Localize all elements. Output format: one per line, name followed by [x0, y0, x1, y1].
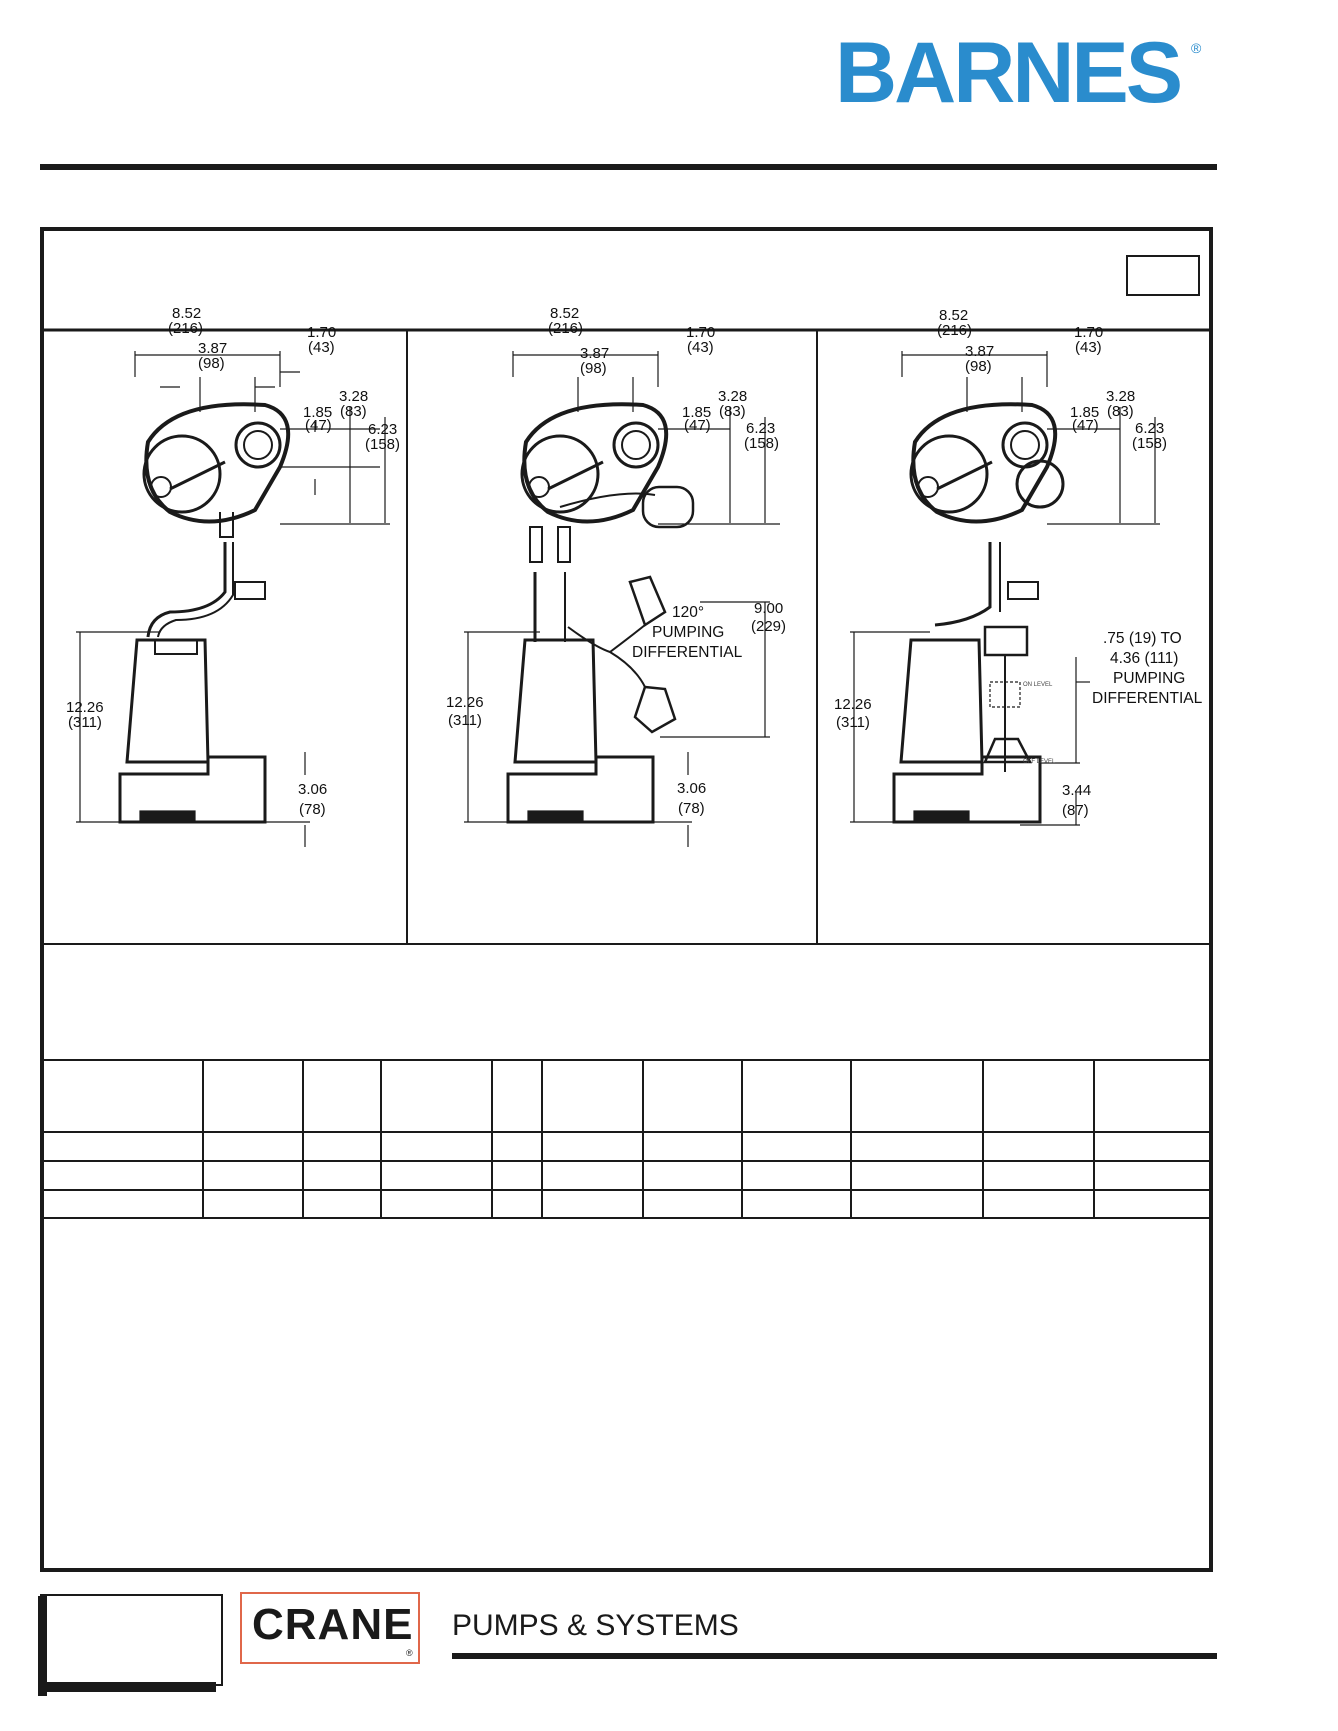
footer-shadow-left: [38, 1596, 47, 1696]
barnes-logo: BARNES: [835, 25, 1183, 121]
p2-depth-mm: (158): [744, 435, 779, 452]
p1-depth-mm: (158): [365, 436, 400, 453]
header-rule: [40, 164, 1217, 170]
panel-2-dimensions: 8.52 (216) 3.87 (98) 1.70 (43) 3.28 (83)…: [446, 305, 786, 817]
p2-inlet-mm: (98): [580, 360, 607, 377]
p2-depth: 6.23: [746, 420, 775, 437]
p2-height-mm: (311): [448, 712, 482, 729]
p3-pumping: PUMPING: [1113, 670, 1185, 687]
p1-inlet: 3.87: [198, 340, 227, 357]
p3-depth-mm: (158): [1132, 435, 1167, 452]
footer-box: [40, 1594, 223, 1686]
panel-1-dimensions: 8.52 (216) 3.87 (98) 1.70 (43) 3.28 (83)…: [66, 305, 400, 818]
p2-range: 9.00: [754, 600, 783, 617]
p3-height: 12.26: [834, 696, 872, 713]
p1-right: 1.70: [307, 324, 336, 341]
model-box: [1126, 255, 1200, 296]
p3-dim-b: 1.85: [1070, 404, 1099, 421]
dimension-drawings: 8.52 (216) 3.87 (98) 1.70 (43) 3.28 (83)…: [40, 305, 1213, 1219]
panel-3-dimensions: 8.52 (216) 3.87 (98) 1.70 (43) 3.28 (83)…: [834, 307, 1203, 819]
crane-registered-mark: ®: [406, 1648, 413, 1658]
p3-dim-b-mm: (47): [1072, 417, 1099, 434]
p2-dim-a-mm: (83): [719, 403, 746, 420]
p1-base-mm: (78): [299, 801, 326, 818]
footer-rule: [452, 1653, 1217, 1659]
p3-width: 8.52: [939, 307, 968, 324]
p1-depth: 6.23: [368, 421, 397, 438]
p1-height-mm: (311): [68, 714, 102, 731]
p3-depth: 6.23: [1135, 420, 1164, 437]
p3-width-mm: (216): [937, 322, 972, 339]
p1-inlet-mm: (98): [198, 355, 225, 372]
p3-inlet-mm: (98): [965, 358, 992, 375]
p3-base: 3.44: [1062, 782, 1091, 799]
p1-dim-b-mm: (47): [305, 417, 332, 434]
p2-differential: DIFFERENTIAL: [632, 644, 743, 661]
p1-base: 3.06: [298, 781, 327, 798]
spec-table: [40, 1059, 1213, 1219]
p3-differential: DIFFERENTIAL: [1092, 690, 1203, 707]
p3-inlet: 3.87: [965, 343, 994, 360]
spec-frame: [40, 227, 1213, 1572]
p3-base-mm: (87): [1062, 802, 1089, 819]
p2-height: 12.26: [446, 694, 484, 711]
crane-logo-box: [240, 1592, 420, 1664]
p2-right: 1.70: [686, 324, 715, 341]
p1-height: 12.26: [66, 699, 104, 716]
p3-range-1: .75 (19) TO: [1103, 630, 1182, 647]
footer-tagline: PUMPS & SYSTEMS: [452, 1609, 739, 1642]
footer-shadow-bottom: [38, 1682, 216, 1692]
p2-right-mm: (43): [687, 339, 714, 356]
p1-dim-a: 3.28: [339, 388, 368, 405]
p3-off-level: OFF LEVEL: [1023, 759, 1056, 765]
panel-3-side-view: [850, 542, 1090, 826]
p2-base: 3.06: [677, 780, 706, 797]
p3-on-level: ON LEVEL: [1023, 682, 1053, 688]
p3-right: 1.70: [1074, 324, 1103, 341]
p2-dim-b-mm: (47): [684, 417, 711, 434]
p1-right-mm: (43): [308, 339, 335, 356]
p2-dim-a: 3.28: [718, 388, 747, 405]
p1-width: 8.52: [172, 305, 201, 322]
p2-angle: 120°: [672, 604, 704, 621]
p3-range-2: 4.36 (111): [1110, 650, 1178, 667]
p1-width-mm: (216): [168, 320, 203, 337]
p2-base-mm: (78): [678, 800, 705, 817]
panel-1-top-view: [134, 351, 390, 525]
p3-dim-a-mm: (83): [1107, 403, 1134, 420]
crane-logo: CRANE: [252, 1600, 414, 1649]
panel-2-side-view: [464, 526, 770, 847]
p2-width-mm: (216): [548, 320, 583, 337]
p1-dim-a-mm: (83): [340, 403, 367, 420]
barnes-registered-mark: ®: [1191, 40, 1202, 56]
p2-pumping: PUMPING: [652, 624, 724, 641]
panel-2-top-view: [512, 351, 780, 529]
p3-height-mm: (311): [836, 714, 870, 731]
p1-dim-b: 1.85: [303, 404, 332, 421]
p2-dim-b: 1.85: [682, 404, 711, 421]
p3-right-mm: (43): [1075, 339, 1102, 356]
panel-1-side-view: [76, 512, 310, 847]
p2-range-mm: (229): [751, 618, 786, 635]
p2-width: 8.52: [550, 305, 579, 322]
p3-dim-a: 3.28: [1106, 388, 1135, 405]
panel-3-top-view: [901, 351, 1160, 525]
p2-inlet: 3.87: [580, 345, 609, 362]
